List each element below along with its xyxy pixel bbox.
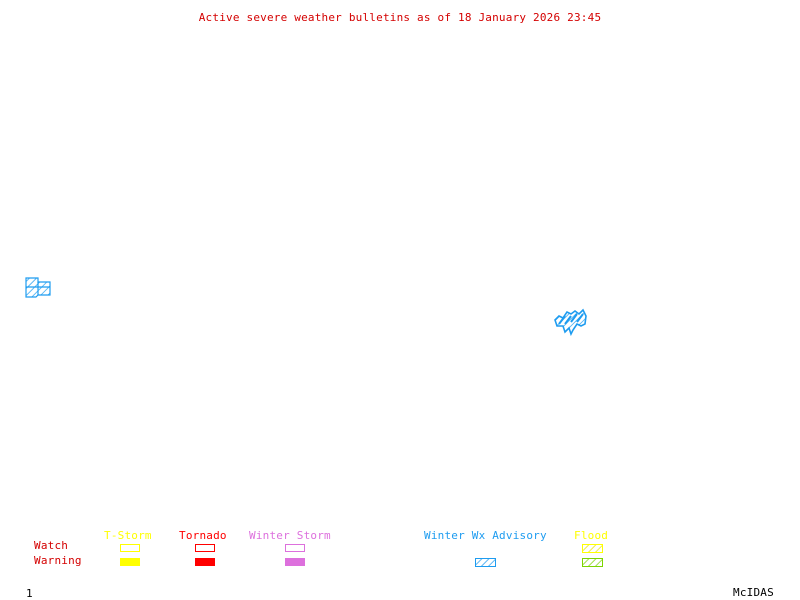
legend-label-tstorm: T-Storm xyxy=(104,529,152,542)
legend-label-tornado: Tornado xyxy=(179,529,227,542)
legend-label-winter-storm: Winter Storm xyxy=(249,529,331,542)
legend-tstorm-watch-swatch xyxy=(120,544,140,552)
legend-row-label-watch: Watch xyxy=(34,539,69,552)
advisory-area-northeast xyxy=(554,308,587,337)
legend-flood-warning-swatch xyxy=(582,558,603,567)
bulletin-title: Active severe weather bulletins as of 18… xyxy=(198,11,602,24)
advisory-area-west xyxy=(25,277,51,298)
legend-winter-storm-warning-swatch xyxy=(285,558,305,566)
legend-row-label-warning: Warning xyxy=(34,554,82,567)
legend-tornado-watch-swatch xyxy=(195,544,215,552)
legend-label-winter-wx-advisory: Winter Wx Advisory xyxy=(424,529,547,542)
legend-tornado-warning-swatch xyxy=(195,558,215,566)
frame-number: 1 xyxy=(26,587,33,600)
software-label: McIDAS xyxy=(733,586,774,599)
advisory-area-northeast-shape xyxy=(554,308,587,337)
legend-winter-wx-advisory-swatch xyxy=(475,558,496,567)
legend-winter-storm-watch-swatch xyxy=(285,544,305,552)
legend-label-flood: Flood xyxy=(574,529,609,542)
legend-tstorm-warning-swatch xyxy=(120,558,140,566)
legend-flood-watch-swatch xyxy=(582,544,603,553)
